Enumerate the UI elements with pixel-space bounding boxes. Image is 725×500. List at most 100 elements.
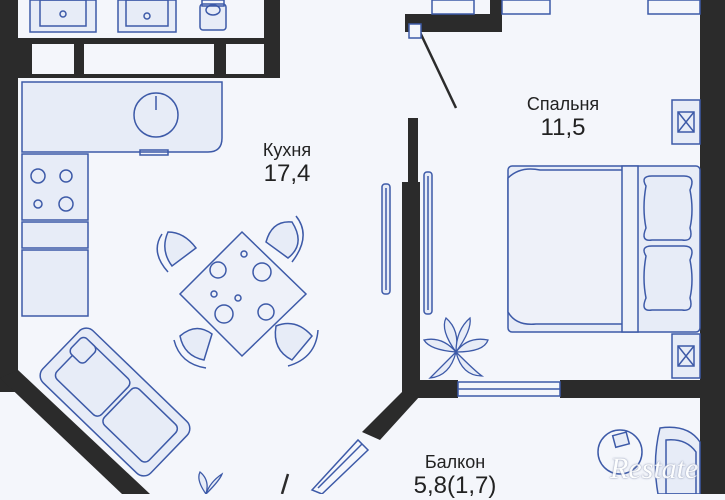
nightstand-mark	[677, 345, 695, 367]
washer	[201, 0, 225, 7]
wall-partition-upper	[408, 118, 418, 188]
dining-table-icon	[178, 230, 308, 358]
armchair-seat	[665, 439, 697, 494]
room-name: Спальня	[526, 94, 600, 114]
pillow-icon	[643, 175, 693, 241]
room-area: 11,5	[540, 114, 586, 141]
wall-partition	[402, 182, 420, 392]
leaf	[454, 349, 485, 377]
island-base	[139, 149, 169, 156]
plant-icon	[422, 316, 489, 379]
kitchen-island	[21, 81, 223, 153]
sink-icon	[39, 0, 87, 27]
chair-icon	[173, 327, 213, 369]
balcony-door-icon	[280, 438, 370, 494]
pillow-icon	[643, 245, 693, 311]
wall-kitchen-top-right	[264, 0, 280, 78]
leaf	[455, 316, 471, 355]
plant-icon	[198, 470, 224, 494]
chair-seat	[265, 221, 299, 259]
door-pane	[317, 443, 363, 489]
burner	[33, 199, 43, 209]
cabinet-cutout	[84, 44, 214, 74]
plate	[252, 262, 272, 282]
chair-back	[173, 339, 207, 369]
wall-left-angled	[0, 370, 150, 494]
balcony-furniture	[597, 426, 701, 494]
bedroom-top-windows	[431, 0, 701, 15]
nightstand-icon	[671, 99, 701, 145]
leaf	[205, 472, 224, 494]
door-frame	[408, 23, 422, 39]
chair-seat	[179, 327, 213, 361]
stove-icon	[21, 153, 89, 221]
nightstand-icon	[671, 333, 701, 379]
headboard	[621, 165, 639, 333]
wall-balcony-angled	[362, 392, 420, 440]
kitchen-fixtures	[21, 81, 223, 317]
bedroom-label: Спальня 11,5	[498, 94, 628, 142]
window-icon	[431, 0, 475, 15]
drain	[59, 10, 67, 18]
sofa-cushion	[102, 387, 179, 463]
leaf	[198, 470, 208, 494]
bedroom-furniture	[507, 99, 701, 379]
mirror-icon	[381, 183, 391, 295]
toilet-bowl	[205, 4, 221, 16]
watermark: Restate	[610, 452, 699, 485]
cabinet-cutout	[32, 44, 74, 74]
kitchen-label: Кухня 17,4	[232, 140, 342, 188]
cup	[234, 294, 242, 302]
room-area: 17,4	[263, 160, 311, 187]
cup	[210, 290, 218, 298]
sofa-cushion	[54, 341, 131, 417]
lower-cabinet	[21, 249, 89, 317]
room-name: Балкон	[424, 452, 486, 472]
mirror-icon	[423, 171, 433, 315]
door-leaf	[280, 473, 290, 494]
leaf	[428, 349, 458, 379]
window-icon	[647, 0, 701, 15]
burner	[30, 168, 46, 184]
kitchen-upper-fixtures	[29, 0, 227, 33]
dining-set	[156, 215, 319, 369]
plate	[257, 303, 275, 321]
cabinet-cutout	[226, 44, 268, 74]
blanket	[507, 168, 625, 325]
leaf	[422, 338, 458, 353]
wall-bedroom-top	[405, 14, 501, 32]
room-name: Кухня	[262, 140, 312, 160]
plate	[214, 304, 234, 324]
nightstand-drawer	[677, 111, 695, 133]
nightstand-mark	[677, 111, 695, 133]
burner	[59, 169, 73, 183]
window-icon	[457, 381, 561, 397]
chair-icon	[265, 215, 304, 263]
room-area: 5,8(1,7)	[413, 472, 497, 499]
burner	[58, 196, 74, 212]
wall-left	[0, 0, 18, 392]
wall-bedroom-bottom	[560, 380, 705, 398]
chair-back	[287, 329, 319, 367]
sink-icon	[125, 0, 169, 27]
door-icon	[408, 23, 458, 109]
window-icon	[501, 0, 551, 15]
door-leaf	[416, 27, 458, 109]
sink-icon	[133, 92, 179, 138]
chair-icon	[156, 231, 198, 273]
sofa-pillow	[69, 336, 97, 364]
chair-icon	[274, 322, 319, 367]
lower-cabinet	[21, 221, 89, 249]
drain	[143, 12, 151, 20]
side-table-icon	[597, 429, 643, 475]
nightstand-drawer	[677, 345, 695, 367]
balcony-label: Балкон 5,8(1,7)	[385, 452, 525, 500]
cup	[240, 250, 248, 258]
sofa-icon	[39, 327, 191, 477]
plate	[209, 261, 227, 279]
chair-seat	[164, 231, 198, 268]
chair-seat	[274, 322, 313, 361]
wall-right	[700, 0, 725, 494]
